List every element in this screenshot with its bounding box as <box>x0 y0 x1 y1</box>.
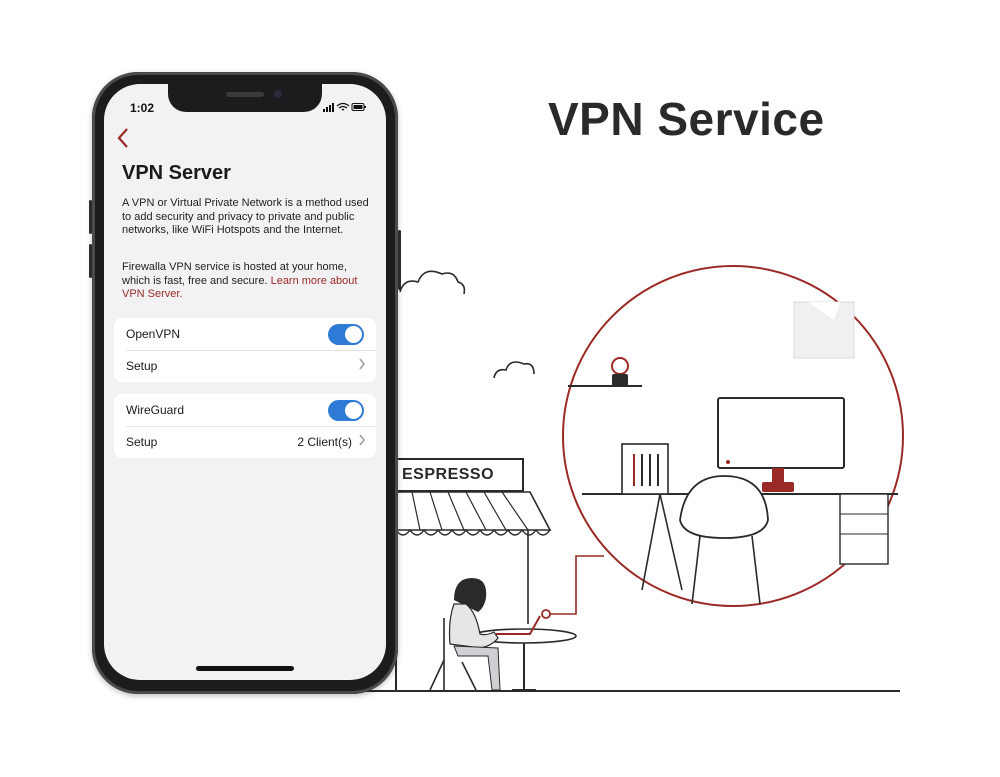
laptop-icon <box>496 615 541 635</box>
volume-button <box>89 200 92 234</box>
page-title: VPN Server <box>122 162 231 184</box>
front-camera <box>274 90 282 98</box>
connection-line <box>550 555 604 615</box>
toggle-knob <box>345 402 362 419</box>
wireguard-card: WireGuard Setup 2 Client(s) <box>114 394 376 458</box>
setup-label: Setup <box>126 435 158 449</box>
wireguard-setup-row[interactable]: Setup 2 Client(s) <box>114 426 376 458</box>
openvpn-card: OpenVPN Setup <box>114 318 376 382</box>
phone-notch <box>168 84 322 112</box>
webcam-icon <box>611 357 629 375</box>
description-text-2: Firewalla VPN service is hosted at your … <box>122 261 378 302</box>
wireguard-label: WireGuard <box>126 403 185 417</box>
headline: VPN Service <box>548 93 825 145</box>
status-icons <box>323 102 367 115</box>
setup-label: Setup <box>126 359 158 373</box>
power-button <box>398 230 401 290</box>
divider <box>126 426 376 427</box>
status-time: 1:02 <box>130 101 155 115</box>
monitor-icon <box>717 397 845 469</box>
chevron-right-icon <box>358 433 366 450</box>
person-figure <box>429 578 501 691</box>
battery-icon <box>351 103 366 111</box>
wifi-icon <box>336 102 350 111</box>
client-count: 2 Client(s) <box>297 435 352 449</box>
openvpn-label: OpenVPN <box>126 327 181 341</box>
shop-sign-text: ESPRESSO <box>402 466 495 483</box>
description-text: A VPN or Virtual Private Network is a me… <box>122 197 369 236</box>
chevron-left-icon[interactable] <box>116 127 132 153</box>
wireguard-toggle[interactable] <box>328 400 364 421</box>
toggle-knob <box>345 326 362 343</box>
speaker <box>226 92 264 97</box>
shop-sign <box>390 458 524 492</box>
description-body: Firewalla VPN service is hosted at your … <box>122 261 347 287</box>
chevron-right-icon <box>358 357 366 374</box>
cloud-icon <box>399 270 466 295</box>
cloud-icon <box>493 361 535 379</box>
openvpn-toggle[interactable] <box>328 324 364 345</box>
firewall-device <box>621 443 669 495</box>
learn-more-link[interactable]: Learn more about VPN Server. <box>122 274 358 301</box>
openvpn-row: OpenVPN <box>114 318 376 350</box>
signal-icon <box>323 103 334 112</box>
openvpn-setup-row[interactable]: Setup <box>114 350 376 382</box>
volume-button <box>89 244 92 278</box>
chair-icon <box>679 475 769 539</box>
phone-screen <box>104 84 386 680</box>
home-indicator[interactable] <box>196 666 294 671</box>
wireguard-row: WireGuard <box>114 394 376 426</box>
divider <box>126 350 376 351</box>
